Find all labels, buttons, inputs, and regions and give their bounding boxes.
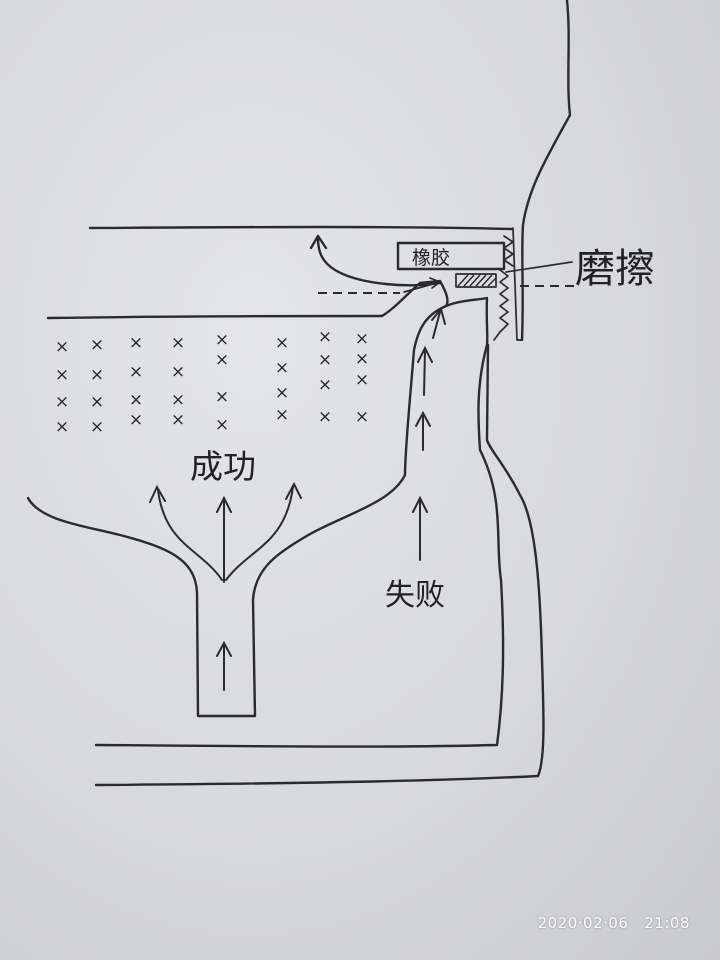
outer-channel xyxy=(94,296,505,748)
x-mark: × xyxy=(275,358,289,378)
x-mark: × xyxy=(55,337,69,357)
x-mark: × xyxy=(275,405,289,425)
x-mark: × xyxy=(215,387,229,407)
x-mark: × xyxy=(55,392,69,412)
x-mark: × xyxy=(171,390,185,410)
x-mark: × xyxy=(129,410,143,430)
x-mark: × xyxy=(55,417,69,437)
failure-arrow-2 xyxy=(415,410,431,451)
escape-flow-arrow xyxy=(309,234,442,287)
x-mark: × xyxy=(275,383,289,403)
x-mark: × xyxy=(275,333,289,353)
lid-top-line xyxy=(88,225,514,231)
x-mark: × xyxy=(90,365,104,385)
photo-timestamp: 2020·02·06 21:08 xyxy=(537,914,690,932)
x-mark: × xyxy=(355,407,369,427)
failure-arrow-1 xyxy=(412,495,428,561)
x-mark: × xyxy=(355,370,369,390)
label-success: 成功 xyxy=(190,447,256,486)
x-mark: × xyxy=(318,327,332,347)
x-mark: × xyxy=(90,417,104,437)
x-mark: × xyxy=(355,329,369,349)
x-marks-group: ×××××××××××××××××××××××××××××××× xyxy=(55,327,369,437)
friction-zigzag-outer xyxy=(503,235,514,267)
x-mark: × xyxy=(90,392,104,412)
x-mark: × xyxy=(171,333,185,353)
inner-channel xyxy=(26,279,449,718)
x-mark: × xyxy=(318,350,332,370)
success-arrow-center xyxy=(216,495,232,583)
label-rubber: 橡胶 xyxy=(412,247,450,269)
x-mark: × xyxy=(215,330,229,350)
x-mark: × xyxy=(90,335,104,355)
failure-arrow-3 xyxy=(417,345,433,396)
success-arrow-up xyxy=(216,640,232,691)
x-mark: × xyxy=(318,407,332,427)
dashed-reference-line xyxy=(318,285,575,294)
chamber-top-line xyxy=(46,314,384,320)
wall-inner-edge xyxy=(512,227,523,341)
x-mark: × xyxy=(55,365,69,385)
x-mark: × xyxy=(129,333,143,353)
outer-wall-line xyxy=(520,0,572,342)
friction-zigzag xyxy=(493,269,509,341)
x-mark: × xyxy=(171,362,185,382)
outer-base-line xyxy=(94,343,545,787)
inlet-arrow xyxy=(403,277,441,293)
label-friction: 磨擦 xyxy=(575,246,655,292)
friction-pointer xyxy=(505,261,573,273)
x-mark: × xyxy=(318,375,332,395)
success-arrow-left xyxy=(149,484,223,581)
x-mark: × xyxy=(129,362,143,382)
hatched-strip xyxy=(455,273,497,288)
failure-arrow-4 xyxy=(431,306,446,339)
label-failure: 失败 xyxy=(385,578,445,613)
x-mark: × xyxy=(129,390,143,410)
x-mark: × xyxy=(215,350,229,370)
hatching xyxy=(457,274,497,287)
x-mark: × xyxy=(355,349,369,369)
success-arrow-right xyxy=(225,481,302,581)
x-mark: × xyxy=(215,415,229,435)
x-mark: × xyxy=(171,410,185,430)
rubber-block xyxy=(396,241,506,271)
